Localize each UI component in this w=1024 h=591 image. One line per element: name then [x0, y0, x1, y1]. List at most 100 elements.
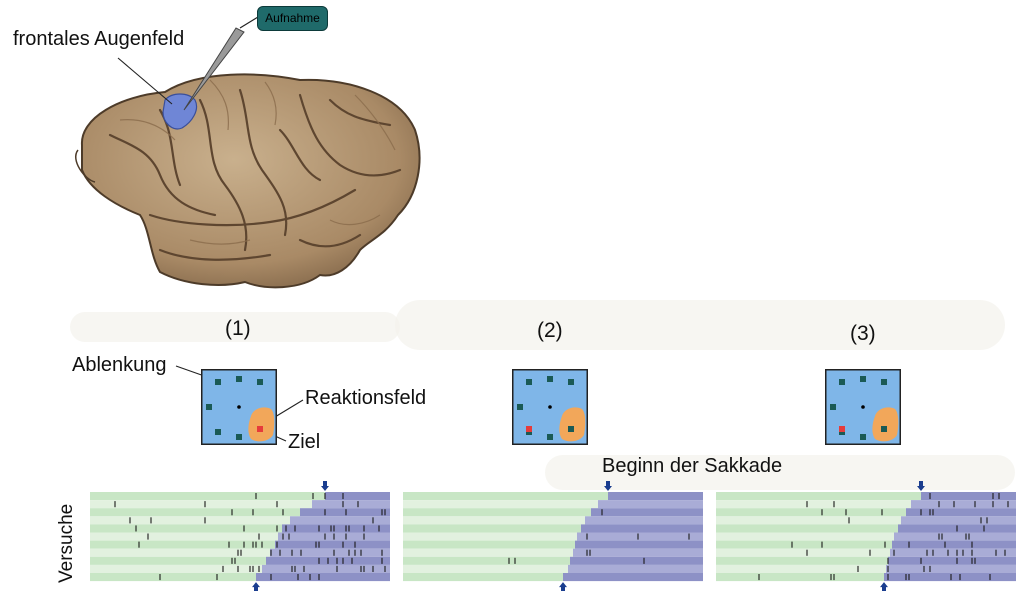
condition-1-number: (1)	[225, 317, 251, 340]
post-saccade-band	[888, 556, 1016, 565]
distractor-stimulus	[568, 379, 574, 385]
pre-saccade-band	[90, 573, 256, 582]
pre-saccade-band	[403, 500, 598, 509]
post-saccade-band	[892, 540, 1016, 549]
pre-saccade-band	[403, 548, 573, 557]
post-saccade-band	[275, 540, 390, 549]
saccade-onset-arrow	[604, 481, 612, 491]
distractor-stimulus	[881, 426, 887, 432]
pre-saccade-band	[716, 516, 901, 525]
target-label: Ziel	[288, 431, 321, 453]
pre-saccade-band	[90, 548, 270, 557]
pre-saccade-band	[403, 573, 563, 582]
distractor-stimulus	[839, 379, 845, 385]
distractor-stimulus	[860, 376, 866, 382]
monkey-brain-illustration	[75, 16, 421, 289]
condition-3-number: (3)	[850, 322, 876, 345]
distractor-stimulus	[881, 379, 887, 385]
condition-2-number: (2)	[537, 319, 563, 342]
pre-saccade-band	[403, 508, 591, 517]
pre-saccade-band	[716, 492, 921, 501]
stimulus-panel-2	[512, 369, 588, 445]
pre-saccade-band	[716, 556, 888, 565]
post-saccade-band	[563, 573, 703, 582]
post-saccade-band	[906, 508, 1016, 517]
spike-raster-3	[716, 481, 1016, 591]
response-field-region	[559, 407, 586, 442]
pre-saccade-band	[716, 548, 890, 557]
post-saccade-band	[585, 516, 703, 525]
pre-saccade-band	[716, 564, 886, 573]
pre-saccade-band	[90, 540, 275, 549]
distractor-stimulus	[517, 404, 523, 410]
fixation-point	[861, 405, 865, 409]
pre-saccade-band	[716, 540, 892, 549]
background-smudge	[70, 312, 400, 342]
post-saccade-band	[901, 516, 1016, 525]
distractor-label: Ablenkung	[72, 354, 167, 376]
electrode	[183, 27, 245, 111]
post-saccade-band	[884, 573, 1016, 582]
pre-saccade-band	[90, 492, 325, 501]
brain-outline	[80, 73, 421, 289]
distractor-stimulus	[547, 376, 553, 382]
post-saccade-band	[262, 564, 390, 573]
post-saccade-band	[608, 492, 703, 501]
post-saccade-band	[886, 564, 1016, 573]
trials-axis-label: Versuche	[56, 503, 77, 583]
post-saccade-band	[890, 548, 1016, 557]
distractor-stimulus	[860, 434, 866, 440]
saccade-onset-arrow	[252, 582, 260, 591]
post-saccade-band	[325, 492, 390, 501]
pre-saccade-band	[716, 573, 884, 582]
saccade-onset-arrow	[559, 582, 567, 591]
pre-saccade-band	[716, 500, 911, 509]
post-saccade-band	[270, 548, 390, 557]
pre-saccade-band	[403, 492, 608, 501]
post-saccade-band	[575, 540, 703, 549]
distractor-stimulus	[236, 376, 242, 382]
target-stimulus	[839, 426, 845, 432]
response-field-region	[248, 407, 275, 442]
distractor-stimulus	[257, 379, 263, 385]
response-field-label: Reaktionsfeld	[305, 387, 427, 409]
stimulus-panel-1	[201, 369, 277, 445]
post-saccade-band	[312, 500, 390, 509]
target-stimulus	[526, 426, 532, 432]
post-saccade-band	[598, 500, 703, 509]
spike-raster-2	[403, 481, 703, 591]
distractor-stimulus	[830, 404, 836, 410]
pre-saccade-band	[90, 532, 278, 541]
spike-raster-1	[90, 481, 390, 591]
pre-saccade-band	[403, 516, 585, 525]
distractor-stimulus	[547, 434, 553, 440]
pre-saccade-band	[90, 556, 266, 565]
post-saccade-band	[577, 532, 703, 541]
pre-saccade-band	[90, 500, 312, 509]
post-saccade-band	[290, 516, 390, 525]
post-saccade-band	[568, 564, 703, 573]
pre-saccade-band	[716, 508, 906, 517]
post-saccade-band	[894, 532, 1016, 541]
post-saccade-band	[570, 556, 703, 565]
distractor-stimulus	[236, 434, 242, 440]
post-saccade-band	[581, 524, 703, 533]
pre-saccade-band	[716, 524, 898, 533]
target-stimulus	[257, 426, 263, 432]
background-smudge	[395, 300, 1005, 350]
pre-saccade-band	[90, 564, 262, 573]
post-saccade-band	[591, 508, 703, 517]
distractor-stimulus	[206, 404, 212, 410]
pre-saccade-band	[90, 508, 300, 517]
saccade-onset-arrow	[880, 582, 888, 591]
distractor-stimulus	[215, 379, 221, 385]
post-saccade-band	[911, 500, 1016, 509]
saccade-onset-arrow	[321, 481, 329, 491]
saccade-onset-label: Beginn der Sakkade	[602, 455, 783, 477]
pre-saccade-band	[403, 556, 570, 565]
stimulus-panel-3	[825, 369, 901, 445]
pre-saccade-band	[403, 564, 568, 573]
pre-saccade-band	[403, 524, 581, 533]
post-saccade-band	[282, 524, 390, 533]
post-saccade-band	[300, 508, 390, 517]
